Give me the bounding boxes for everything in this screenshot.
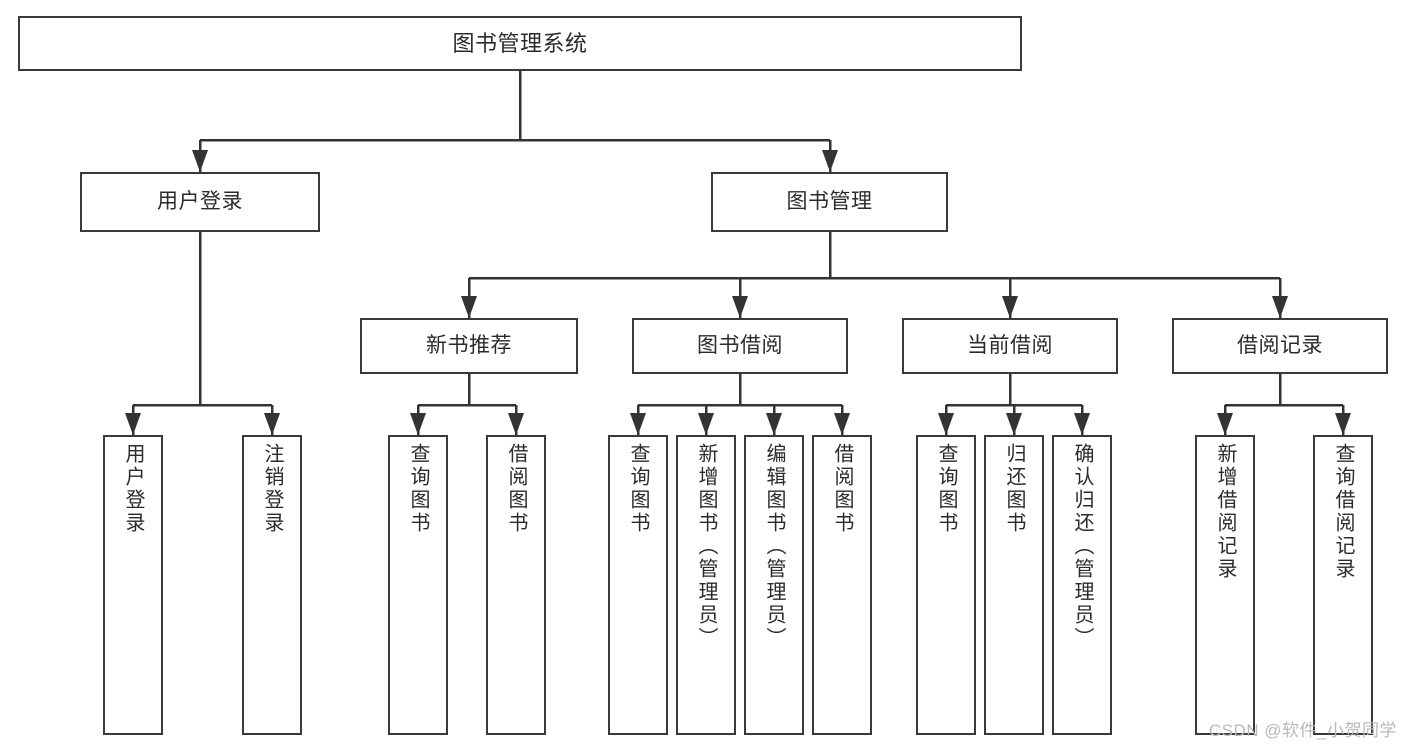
node-system-label: 图书管理系统 (452, 30, 588, 56)
node-borrow-record-label: 借阅记录 (1237, 333, 1323, 357)
node-leaf-borrow-book-1[interactable]: 借阅图书 (486, 435, 546, 735)
node-leaf-add-record-label: 新增借阅记录 (1214, 443, 1236, 581)
node-leaf-add-book-label: 新增图书（管理员） (695, 443, 717, 650)
arrow-head-icon (1217, 413, 1233, 435)
arrow-head-icon (461, 296, 477, 318)
arrow-head-icon (834, 413, 850, 435)
node-current-borrow-label: 当前借阅 (967, 333, 1053, 357)
arrow-head-icon (1006, 413, 1022, 435)
node-book-borrow-label: 图书借阅 (697, 333, 783, 357)
arrow-head-icon (1272, 296, 1288, 318)
arrow-head-icon (410, 413, 426, 435)
node-leaf-logout[interactable]: 注销登录 (242, 435, 302, 735)
node-borrow-record[interactable]: 借阅记录 (1172, 318, 1388, 374)
node-user-login[interactable]: 用户登录 (80, 172, 320, 232)
node-user-login-label: 用户登录 (157, 189, 243, 213)
node-leaf-edit-book-label: 编辑图书（管理员） (763, 443, 785, 650)
node-leaf-query-book-2[interactable]: 查询图书 (608, 435, 668, 735)
node-leaf-return-book[interactable]: 归还图书 (984, 435, 1044, 735)
node-leaf-query-book-3[interactable]: 查询图书 (916, 435, 976, 735)
arrow-head-icon (822, 150, 838, 172)
node-leaf-query-book-2-label: 查询图书 (627, 443, 649, 535)
node-leaf-user-login[interactable]: 用户登录 (103, 435, 163, 735)
arrow-head-icon (1074, 413, 1090, 435)
node-leaf-borrow-book-2[interactable]: 借阅图书 (812, 435, 872, 735)
node-leaf-query-record[interactable]: 查询借阅记录 (1313, 435, 1373, 735)
node-leaf-query-record-label: 查询借阅记录 (1332, 443, 1354, 581)
node-leaf-confirm-return[interactable]: 确认归还（管理员） (1052, 435, 1112, 735)
arrow-head-icon (508, 413, 524, 435)
arrow-head-icon (630, 413, 646, 435)
arrow-head-icon (1002, 296, 1018, 318)
arrow-head-icon (264, 413, 280, 435)
node-system[interactable]: 图书管理系统 (18, 16, 1022, 71)
node-leaf-add-record[interactable]: 新增借阅记录 (1195, 435, 1255, 735)
node-new-book-recommend-label: 新书推荐 (426, 333, 512, 357)
node-leaf-confirm-return-label: 确认归还（管理员） (1071, 443, 1093, 650)
node-leaf-add-book[interactable]: 新增图书（管理员） (676, 435, 736, 735)
arrow-head-icon (766, 413, 782, 435)
arrow-head-icon (192, 150, 208, 172)
node-book-manage-label: 图书管理 (786, 189, 873, 213)
arrow-head-icon (698, 413, 714, 435)
node-leaf-query-book-1[interactable]: 查询图书 (388, 435, 448, 735)
arrow-head-icon (938, 413, 954, 435)
node-leaf-logout-label: 注销登录 (261, 443, 283, 535)
node-leaf-borrow-book-1-label: 借阅图书 (505, 443, 527, 535)
node-leaf-user-login-label: 用户登录 (122, 443, 144, 535)
node-new-book-recommend[interactable]: 新书推荐 (360, 318, 578, 374)
arrow-head-icon (125, 413, 141, 435)
node-book-borrow[interactable]: 图书借阅 (632, 318, 848, 374)
node-book-manage[interactable]: 图书管理 (711, 172, 948, 232)
node-current-borrow[interactable]: 当前借阅 (902, 318, 1118, 374)
watermark-text: CSDN @软件_小贺同学 (1208, 721, 1397, 740)
node-leaf-query-book-3-label: 查询图书 (935, 443, 957, 535)
node-leaf-query-book-1-label: 查询图书 (407, 443, 429, 535)
node-leaf-edit-book[interactable]: 编辑图书（管理员） (744, 435, 804, 735)
node-leaf-borrow-book-2-label: 借阅图书 (831, 443, 853, 535)
node-leaf-return-book-label: 归还图书 (1003, 443, 1025, 535)
arrow-head-icon (732, 296, 748, 318)
arrow-head-icon (1335, 413, 1351, 435)
